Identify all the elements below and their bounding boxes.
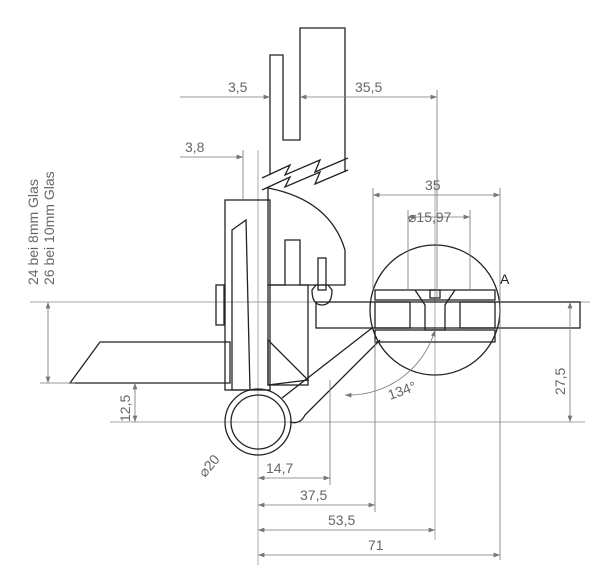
dim-27-5: 27,5 (552, 368, 568, 395)
dim-12-5: 12,5 (117, 395, 133, 422)
dim-dia-15-97: ⌀15,97 (408, 209, 452, 225)
dim-35: 35 (425, 177, 441, 193)
dim-71: 71 (368, 537, 384, 553)
dim-37-5: 37,5 (300, 487, 327, 503)
dim-3-5: 3,5 (228, 79, 248, 95)
dim-35-5: 35,5 (355, 79, 382, 95)
hinge-tube (224, 327, 381, 456)
upright-glass (261, 27, 349, 191)
clamp-body (215, 187, 346, 391)
horizontal-plate (315, 244, 581, 376)
dim-3-8: 3,8 (185, 139, 205, 155)
note-glass-10mm: 26 bei 10mm Glas (41, 171, 57, 285)
left-glass-panel (68, 341, 231, 384)
dim-angle-134: 134° (386, 378, 419, 403)
dim-53-5: 53,5 (328, 512, 355, 528)
dimension-lines (40, 90, 573, 560)
dim-14-7: 14,7 (266, 460, 293, 476)
detail-label-a: A (500, 271, 510, 287)
dim-dia-20: ⌀20 (195, 451, 223, 480)
note-glass-8mm: 24 bei 8mm Glas (25, 179, 41, 285)
